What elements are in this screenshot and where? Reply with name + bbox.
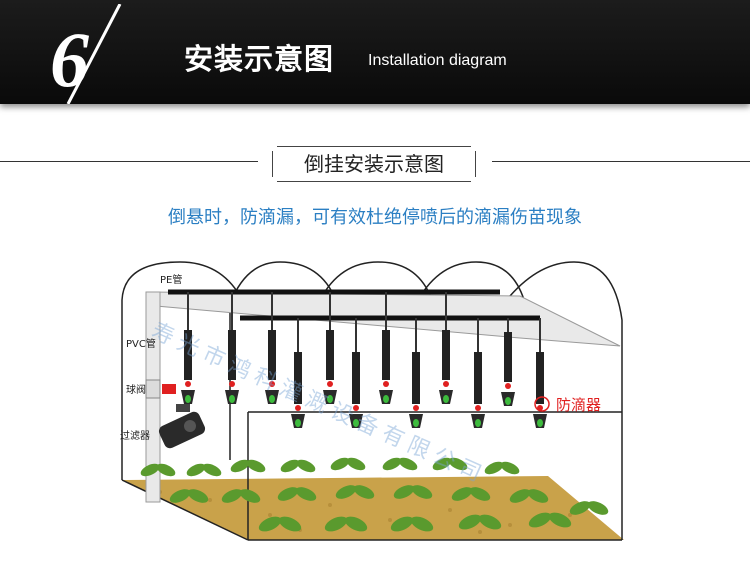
filter-label: 过滤器 (120, 429, 150, 442)
seedling (140, 463, 176, 477)
anti-drip-marker-icon (534, 396, 550, 412)
filter-icon (158, 404, 206, 449)
seedling (528, 512, 572, 528)
hanging-sprinkler (291, 318, 305, 428)
frame-corner (471, 143, 479, 151)
seedling (221, 489, 261, 503)
section-title-frame (269, 143, 479, 185)
section-divider-right (492, 161, 750, 162)
sprinkler-row-back (181, 292, 515, 406)
ball-valve-label: 球阀 (126, 383, 146, 396)
seedling (451, 487, 491, 501)
page-subtitle: Installation diagram (368, 52, 507, 69)
hanging-sprinkler (379, 292, 393, 404)
seedling (324, 516, 368, 532)
anti-drip-label: 防滴器 (556, 396, 601, 414)
seedling (169, 489, 209, 503)
section-number-graphic: 6 (50, 4, 122, 104)
seedling (569, 501, 609, 515)
hanging-sprinkler (501, 318, 515, 406)
header-banner: 6 安装示意图 Installation diagram (0, 0, 750, 104)
seedling (390, 516, 434, 532)
crop-seedlings (140, 457, 609, 532)
frame-corner (269, 143, 277, 151)
seedling (432, 457, 468, 471)
seedling (509, 489, 549, 503)
caption-text: 倒悬时，防滴漏，可有效杜绝停喷后的滴漏伤苗现象 (168, 207, 582, 228)
seedling (335, 485, 375, 499)
seedling (330, 457, 366, 471)
pe-pipe-label: PE管 (160, 273, 182, 286)
frame-corner (471, 177, 479, 185)
hanging-sprinkler (349, 318, 363, 428)
seedling (230, 459, 266, 473)
watermark-text: 寿光市鸿科灌溉设备有限公司 (148, 319, 491, 490)
seedling (382, 457, 418, 471)
hanging-sprinkler (439, 292, 453, 404)
pe-pipes (168, 289, 540, 321)
seedling (277, 487, 317, 501)
ball-valve-icon (145, 379, 176, 399)
frame-corner (269, 177, 277, 185)
seedling (484, 461, 520, 475)
hanging-sprinkler (265, 292, 279, 404)
soil-bed (122, 476, 624, 540)
section-number-slash (66, 4, 122, 104)
seedling (458, 514, 502, 530)
pvc-pipe-label: PVC管 (126, 337, 156, 350)
hanging-sprinkler (323, 292, 337, 404)
section-divider-left (0, 161, 258, 162)
hanging-sprinkler (225, 292, 239, 404)
page-title: 安装示意图 (184, 42, 335, 76)
hanging-sprinkler (181, 292, 195, 404)
seedling (258, 516, 302, 532)
section-title: 倒挂安装示意图 (304, 152, 444, 176)
hanging-sprinkler (533, 318, 547, 428)
section-number: 6 (50, 16, 89, 103)
seedling (280, 459, 316, 473)
seedling (186, 463, 222, 477)
hanging-sprinkler (409, 318, 423, 428)
hanging-sprinkler (471, 318, 485, 428)
seedling (393, 485, 433, 499)
sprinkler-row-front (291, 318, 547, 428)
